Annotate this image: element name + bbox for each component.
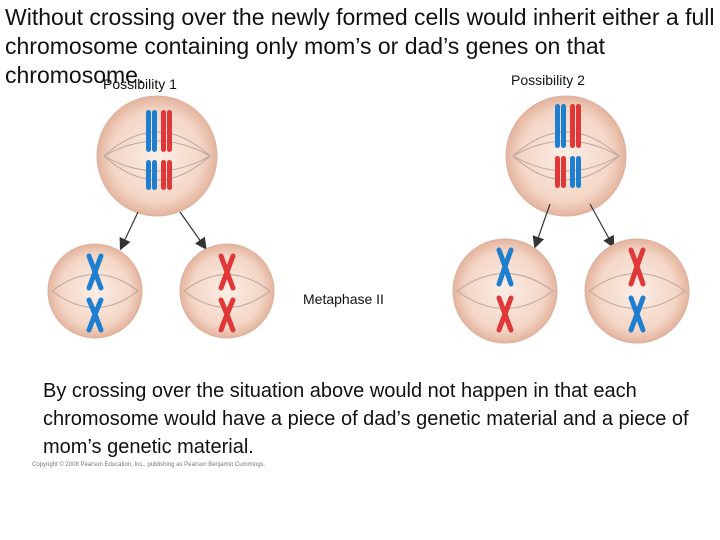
- red-chromosome-pair: [161, 110, 172, 190]
- possibility-1-label: Possibility 1: [103, 76, 177, 92]
- metaphase-label: Metaphase II: [303, 291, 384, 307]
- daughter-cell-mixed-right-possibility-2: [584, 238, 690, 344]
- slide-heading: Without crossing over the newly formed c…: [5, 4, 715, 88]
- copyright-text: Copyright © 2008 Pearson Education, Inc.…: [32, 462, 266, 468]
- parent-cell-possibility-2: [505, 95, 627, 217]
- daughter-cell-blue-possibility-1: [47, 243, 143, 339]
- possibility-2-label: Possibility 2: [511, 72, 585, 88]
- daughter-cell-mixed-left-possibility-2: [452, 238, 558, 344]
- arrow-to-left-cell-1: [119, 211, 139, 251]
- daughter-cell-red-possibility-1: [179, 243, 275, 339]
- arrow-to-right-cell-2: [589, 203, 615, 249]
- arrow-to-left-cell-2: [532, 203, 551, 249]
- caption-text: By crossing over the situation above wou…: [43, 380, 689, 458]
- top-chromosome-pair: [555, 104, 581, 148]
- arrow-to-right-cell-1: [179, 211, 207, 250]
- parent-cell-possibility-1: [96, 95, 218, 217]
- bottom-chromosome-pair: [555, 156, 581, 188]
- blue-chromosome-pair: [146, 110, 157, 190]
